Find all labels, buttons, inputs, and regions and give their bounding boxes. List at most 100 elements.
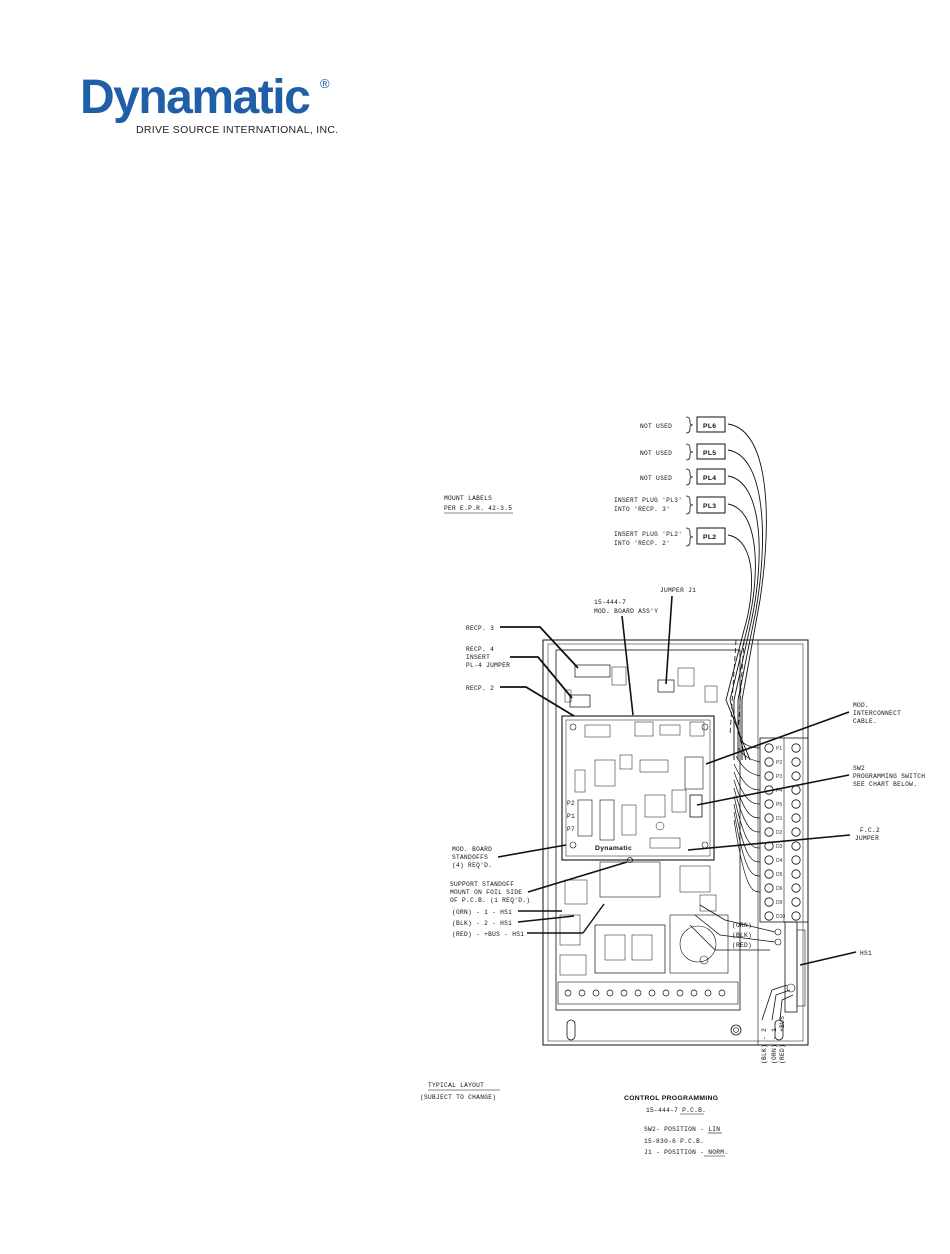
jumper-j1-label: JUMPER J1	[660, 587, 696, 594]
programming-j1: J1 - POSITION - NORM.	[644, 1149, 728, 1156]
sw2-label: SW2	[853, 765, 865, 772]
terminal-label: D9	[776, 900, 783, 906]
terminal-screw	[764, 869, 774, 879]
terminal-screw	[791, 883, 801, 893]
terminal-screw	[764, 827, 774, 837]
mount-labels-line1: MOUNT LABELS	[444, 495, 492, 502]
pin-p7: P7	[567, 826, 575, 833]
terminal-screw	[791, 855, 801, 865]
terminal-screw	[791, 897, 801, 907]
plug-id: PL5	[703, 450, 716, 457]
terminal-label: D4	[776, 858, 783, 864]
terminal-screw	[764, 757, 774, 767]
terminal-screw	[764, 771, 774, 781]
terminal-label: D1	[776, 816, 783, 822]
plug-note-2: INTO 'RECP. 2'	[614, 540, 670, 547]
mod-board-number: 15-444-7	[594, 599, 626, 606]
mod-interconnect-1: MOD.	[853, 702, 869, 709]
terminal-screw	[791, 869, 801, 879]
plug-note: NOT USED	[640, 423, 672, 430]
vertical-orn-1: (ORN) - 1	[771, 1028, 778, 1064]
terminal-screw	[791, 771, 801, 781]
recp4-jumper: PL-4 JUMPER	[466, 662, 510, 669]
mod-interconnect-3: CABLE.	[853, 718, 877, 725]
terminal-screw	[791, 841, 801, 851]
plug-note: NOT USED	[640, 475, 672, 482]
plug-id: PL3	[703, 503, 716, 510]
bottom-terminal-strip	[557, 981, 739, 1005]
callouts: MOUNT LABELS PER E.P.R. 42-3.5 15-444-7 …	[420, 495, 925, 1101]
programming-pcb2: 15-830-6 P.C.B.	[644, 1138, 704, 1145]
plug-pl3: INSERT PLUG 'PL3' INTO 'RECP. 3' PL3	[614, 495, 726, 515]
terminal-label: D3	[776, 844, 783, 850]
support-3: OF P.C.B. (1 REQ'D.)	[450, 897, 530, 904]
terminal-screw	[791, 827, 801, 837]
registered-mark: ®	[320, 76, 330, 91]
terminal-screw	[791, 757, 801, 767]
terminal-screw	[791, 743, 801, 753]
support-1: SUPPORT STANDOFF	[450, 881, 514, 888]
mod-board-assy: MOD. BOARD ASS'Y	[594, 608, 658, 615]
support-2: MOUNT ON FOIL SIDE	[450, 889, 522, 896]
terminal-screw	[764, 897, 774, 907]
plug-list: NOT USED PL6 NOT USED PL5 NOT USED PL4 I…	[614, 416, 726, 547]
wire-orn: (ORN)	[732, 922, 752, 929]
logo-wordmark: Dynamatic	[80, 71, 311, 124]
terminal-screw	[764, 813, 774, 823]
terminal-screw	[791, 813, 801, 823]
plug-note-2: INTO 'RECP. 3'	[614, 506, 670, 513]
wire-orn-hs1: (ORN) - 1 - HS1	[452, 909, 512, 916]
terminal-screw	[791, 799, 801, 809]
terminal-screw	[764, 799, 774, 809]
pin-p2: P2	[567, 800, 575, 807]
recp2-label: RECP. 2	[466, 685, 494, 692]
plug-note: INSERT PLUG 'PL2'	[614, 531, 682, 538]
terminal-label: D2	[776, 830, 783, 836]
company-logo: Dynamatic ® DRIVE SOURCE INTERNATIONAL, …	[80, 71, 338, 137]
terminal-label: P4	[776, 788, 782, 794]
plug-id: PL4	[703, 475, 716, 482]
terminal-screw	[764, 855, 774, 865]
sw2-see: SEE CHART BELOW.	[853, 781, 917, 788]
control-programming: CONTROL PROGRAMMING 15-444-7 P.C.B. SW2-…	[624, 1095, 728, 1157]
wire-blk-hs1: (BLK) - 2 - HS1	[452, 920, 512, 927]
plug-id: PL2	[703, 534, 716, 541]
terminal-label: D6	[776, 886, 783, 892]
sw2-desc: PROGRAMMING SWITCH	[853, 773, 925, 780]
wire-red-hs1: (RED) - +BUS - HS1	[452, 931, 524, 938]
recp4-label: RECP. 4	[466, 646, 494, 653]
terminal-screw	[791, 785, 801, 795]
plug-pl4: NOT USED PL4	[640, 468, 726, 486]
standoff-2: STANDOFFS	[452, 854, 488, 861]
standoff-1: MOD. BOARD	[452, 846, 492, 853]
typical-layout: TYPICAL LAYOUT	[428, 1082, 484, 1089]
plug-pl5: NOT USED PL5	[640, 443, 726, 461]
fc2-label: F.C.2	[860, 827, 880, 834]
vertical-red-bus: (RED) - +BUS	[779, 1016, 786, 1064]
plug-note: NOT USED	[640, 450, 672, 457]
plug-pl6: NOT USED PL6	[640, 416, 726, 434]
plug-id: PL6	[703, 423, 716, 430]
fc2-jumper: JUMPER	[855, 835, 879, 842]
terminal-screw	[791, 911, 801, 921]
terminal-screw	[764, 911, 774, 921]
terminal-label: P1	[776, 746, 782, 752]
recp3-label: RECP. 3	[466, 625, 494, 632]
terminal-label: P2	[776, 760, 782, 766]
programming-title: CONTROL PROGRAMMING	[624, 1095, 718, 1102]
wire-blk: (BLK)	[732, 932, 752, 939]
plug-pl2: INSERT PLUG 'PL2' INTO 'RECP. 2' PL2	[614, 527, 726, 547]
mod-interconnect-2: INTERCONNECT	[853, 710, 901, 717]
vertical-blk-2: (BLK) - 2	[761, 1028, 768, 1064]
terminal-label: D10	[776, 914, 785, 920]
terminal-label: P3	[776, 774, 782, 780]
subject-to-change: (SUBJECT TO CHANGE)	[420, 1094, 496, 1101]
hs1-label: HS1	[860, 950, 872, 957]
terminal-screw	[764, 743, 774, 753]
logo-tagline: DRIVE SOURCE INTERNATIONAL, INC.	[136, 124, 339, 136]
programming-pcb1: 15-444-7 P.C.B.	[646, 1107, 706, 1114]
heat-sink-hs1	[774, 921, 806, 1013]
pin-p1: P1	[567, 813, 575, 820]
